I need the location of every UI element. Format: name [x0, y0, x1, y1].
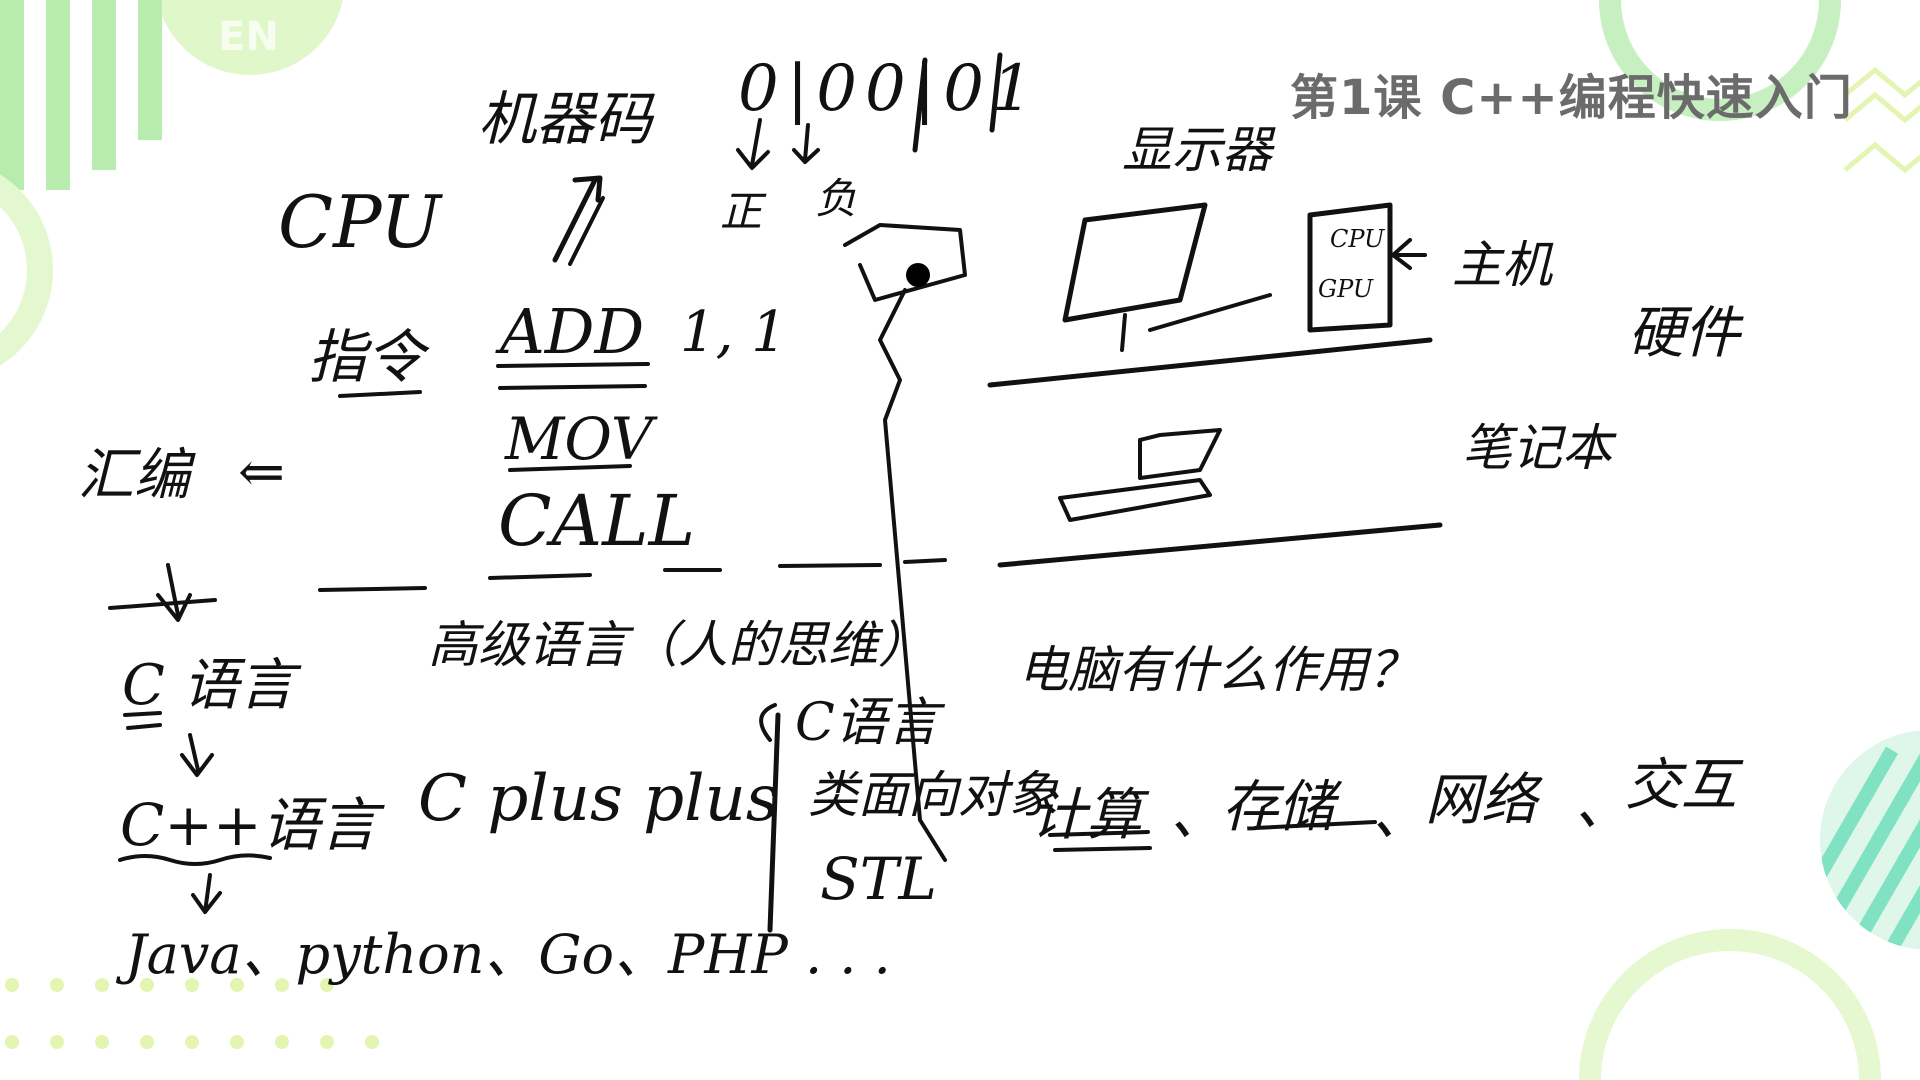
note-assembly: 汇编	[78, 443, 190, 508]
binary-bar-2	[989, 52, 1003, 133]
note-hardware: 硬件	[1628, 301, 1740, 366]
dashed-separator	[108, 558, 947, 610]
note-binary: 0|00|01	[738, 52, 1041, 126]
underline-storage	[1253, 820, 1377, 830]
arrow-to-host	[1391, 238, 1427, 270]
note-high-level-language: 高级语言（人的思维）	[428, 616, 928, 674]
language-badge: EN	[218, 14, 279, 60]
note-c-plus-plus: C plus plus	[418, 762, 779, 836]
note-gpu-chip: GPU	[1318, 275, 1374, 303]
arrow-to-negative	[792, 123, 820, 164]
monitor-drawing	[1062, 202, 1208, 323]
note-cpp-language: C++语言	[120, 791, 378, 859]
desk-line-top	[987, 337, 1433, 388]
underline-instruction	[338, 390, 422, 398]
arrow-to-positive	[736, 118, 770, 170]
note-add: ADD	[500, 295, 645, 368]
note-cpu: CPU	[278, 180, 441, 264]
arrow-c-to-cpp	[180, 733, 214, 777]
lamp-icon	[843, 223, 967, 302]
note-storage: 存储	[1222, 775, 1334, 840]
note-laptop: 笔记本	[1462, 419, 1612, 477]
host-tower-drawing	[1307, 202, 1393, 333]
up-arrow-machine-code	[552, 175, 603, 263]
note-network: 网络	[1425, 768, 1537, 833]
note-stl: STL	[820, 845, 937, 913]
note-compute: 计算	[1030, 783, 1142, 848]
bottom-arc	[1579, 929, 1881, 1080]
underline-compute	[1048, 830, 1152, 852]
assembly-arrow-glyph: ⇐	[238, 440, 285, 505]
note-positive: 正	[720, 187, 763, 236]
note-c-language-list: C语言	[795, 693, 939, 753]
wire-line	[878, 288, 947, 862]
arrow-assembly-to-c	[156, 563, 192, 622]
note-cpu-chip: CPU	[1330, 225, 1385, 253]
right-chevrons	[1843, 66, 1920, 174]
binary-bar-1	[912, 57, 928, 153]
note-call: CALL	[498, 480, 696, 562]
note-machine-code: 机器码	[478, 85, 653, 153]
desk-line-bottom	[997, 522, 1443, 568]
top-right-arc	[1599, 0, 1841, 121]
note-object-oriented: 类面向对象	[808, 766, 1058, 824]
top-left-stripes	[0, 0, 162, 190]
separator-glyph: 、	[1575, 773, 1631, 838]
slide-title: 第1课 C++编程快速入门	[1290, 70, 1853, 126]
note-mov: MOV	[505, 405, 653, 473]
separator-glyph: 、	[1372, 783, 1428, 848]
laptop-drawing	[1138, 428, 1222, 480]
note-instruction: 指令	[308, 323, 425, 391]
wavy-underline-cpp	[118, 853, 272, 866]
bottom-left-dots	[5, 978, 379, 1049]
vertical-divider	[767, 712, 781, 933]
note-display: 显示器	[1122, 121, 1272, 179]
note-c-language: C 语言	[122, 653, 295, 718]
note-other-languages: Java、python、Go、PHP . . .	[125, 923, 891, 986]
note-computer-use: 电脑有什么作用？	[1018, 641, 1418, 699]
note-add-args: 1, 1	[680, 300, 787, 365]
note-host: 主机	[1452, 236, 1552, 294]
left-ring	[0, 174, 53, 366]
note-interact: 交互	[1625, 753, 1737, 818]
top-left-circle	[157, 0, 343, 75]
note-negative: 负	[815, 174, 858, 223]
arrow-cpp-to-others	[191, 873, 222, 914]
separator-glyph: 、	[1170, 783, 1226, 848]
